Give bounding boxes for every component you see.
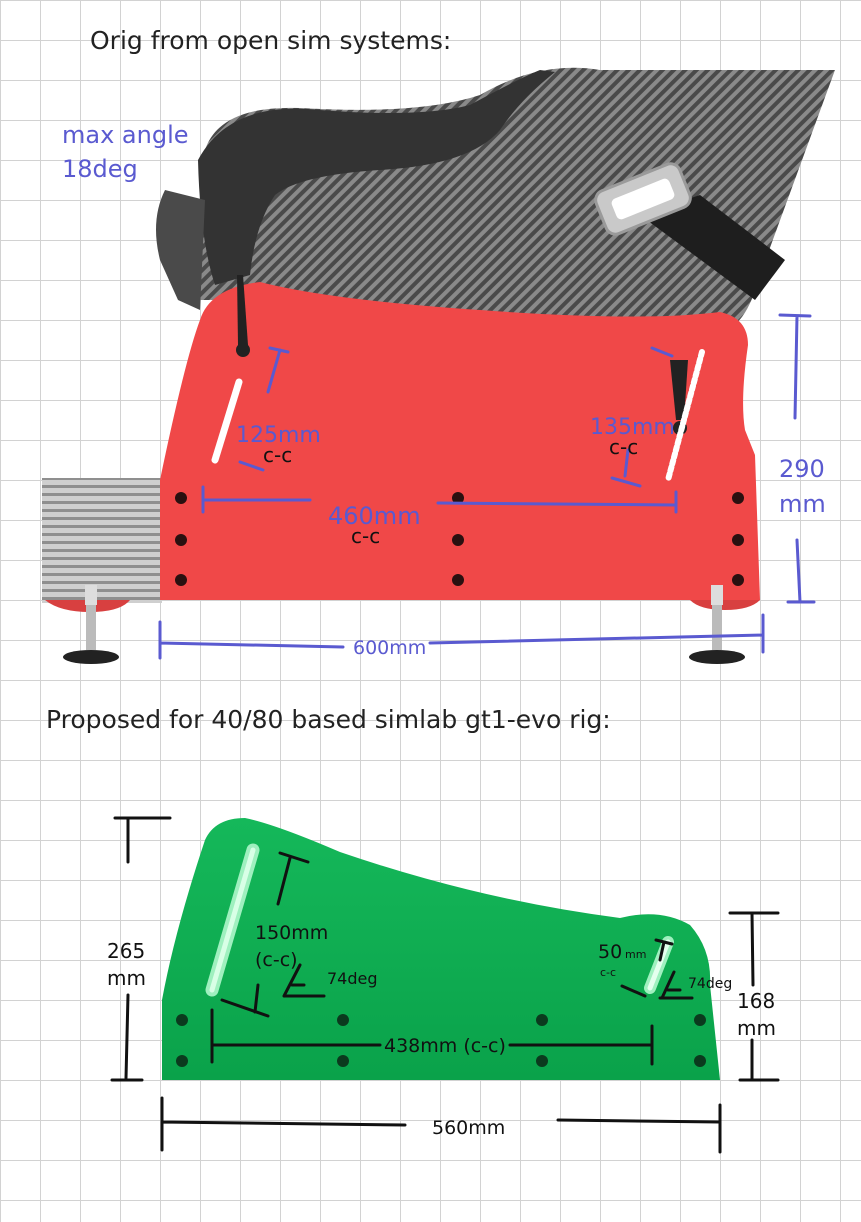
max-angle-value: 18deg <box>62 155 138 183</box>
length-dimension: 560mm <box>432 1117 505 1139</box>
rear-slot-cc: c-c <box>609 435 638 459</box>
spacing-dimension: 460mm <box>328 502 421 530</box>
seat-cushion <box>198 70 555 285</box>
seat-headrest-side <box>156 190 205 310</box>
adjustable-feet <box>45 585 760 664</box>
height-value: 265 <box>107 939 145 963</box>
length-dimension: 600mm <box>353 637 426 659</box>
front-slot-cc: (c-c) <box>255 949 298 971</box>
rear-slot-cc: c-c <box>600 966 616 979</box>
rear-height-unit: mm <box>737 1016 776 1040</box>
front-seat-rail <box>211 275 250 464</box>
height-unit: mm <box>107 966 146 990</box>
rear-angle: 74deg <box>688 976 732 992</box>
green-bracket-holes <box>176 1014 706 1067</box>
green-bracket <box>162 818 720 1080</box>
seat-belt-strap <box>640 195 785 300</box>
green-bracket-slots <box>205 843 674 997</box>
front-slot-dimension: 125mm <box>236 423 321 448</box>
spacing-cc: c-c <box>351 524 380 548</box>
bottom-labels: 265 mm 150mm (c-c) 74deg 50 mm c-c 74deg… <box>107 922 776 1139</box>
rear-seat-rail <box>665 349 705 483</box>
spacing-dimension: 438mm (c-c) <box>384 1035 506 1057</box>
max-angle-label: max angle <box>62 121 189 149</box>
bottom-annotations <box>110 816 780 1154</box>
bottom-heading: Proposed for 40/80 based simlab gt1-evo … <box>46 705 611 734</box>
rear-slot-dimension: 135mm <box>590 415 675 440</box>
height-unit: mm <box>779 490 826 518</box>
red-bracket-holes <box>175 492 744 586</box>
rear-height-value: 168 <box>737 989 775 1013</box>
extrusion-profile <box>42 478 162 603</box>
top-annotations <box>158 313 816 660</box>
height-value: 290 <box>779 455 825 483</box>
top-heading: Orig from open sim systems: <box>90 26 452 55</box>
front-slot-dimension: 150mm <box>255 922 328 944</box>
rear-slot-unit: mm <box>625 948 646 961</box>
original-seat-illustration <box>156 67 835 331</box>
rear-slot-value: 50 <box>598 941 622 963</box>
top-labels: max angle 18deg 125mm c-c 135mm c-c 460m… <box>62 121 826 659</box>
front-angle: 74deg <box>327 969 378 988</box>
red-bracket <box>160 282 760 600</box>
front-slot-cc: c-c <box>263 443 292 467</box>
